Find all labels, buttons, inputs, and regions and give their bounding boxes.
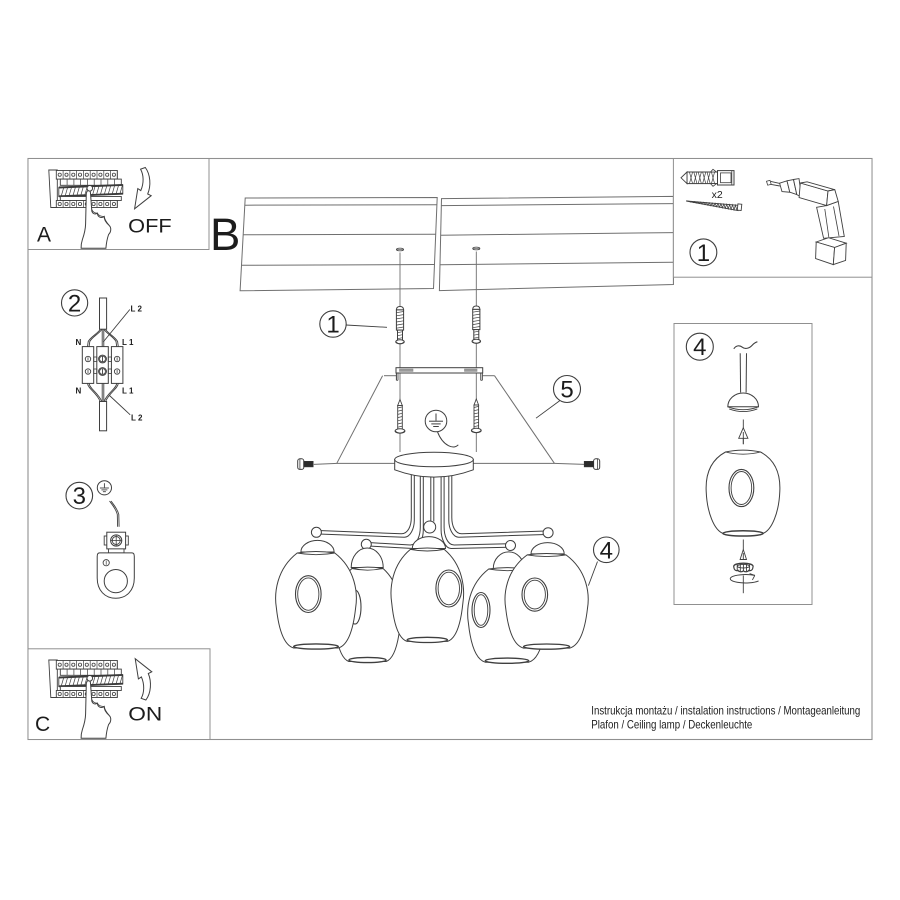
svg-text:L 2: L 2 <box>131 414 143 423</box>
svg-text:2: 2 <box>68 290 81 317</box>
svg-text:ON: ON <box>128 704 162 726</box>
svg-text:1: 1 <box>697 240 710 267</box>
svg-text:B: B <box>210 209 240 260</box>
svg-text:3: 3 <box>73 483 86 510</box>
svg-text:4: 4 <box>600 537 613 564</box>
svg-text:Plafon / Ceiling lamp / Decken: Plafon / Ceiling lamp / Deckenleuchte <box>591 717 752 731</box>
svg-text:A: A <box>37 224 51 247</box>
svg-text:OFF: OFF <box>128 216 172 238</box>
svg-text:C: C <box>35 713 50 736</box>
svg-text:N: N <box>76 387 82 396</box>
svg-text:1: 1 <box>326 312 339 339</box>
svg-text:L 1: L 1 <box>122 338 134 347</box>
svg-text:4: 4 <box>693 334 706 361</box>
svg-text:x2: x2 <box>712 189 723 201</box>
svg-text:N: N <box>76 338 82 347</box>
svg-text:Instrukcja montażu / instalati: Instrukcja montażu / instalation instruc… <box>591 704 860 718</box>
svg-text:L 2: L 2 <box>131 305 143 314</box>
svg-text:L 1: L 1 <box>122 387 134 396</box>
svg-text:5: 5 <box>560 377 573 404</box>
